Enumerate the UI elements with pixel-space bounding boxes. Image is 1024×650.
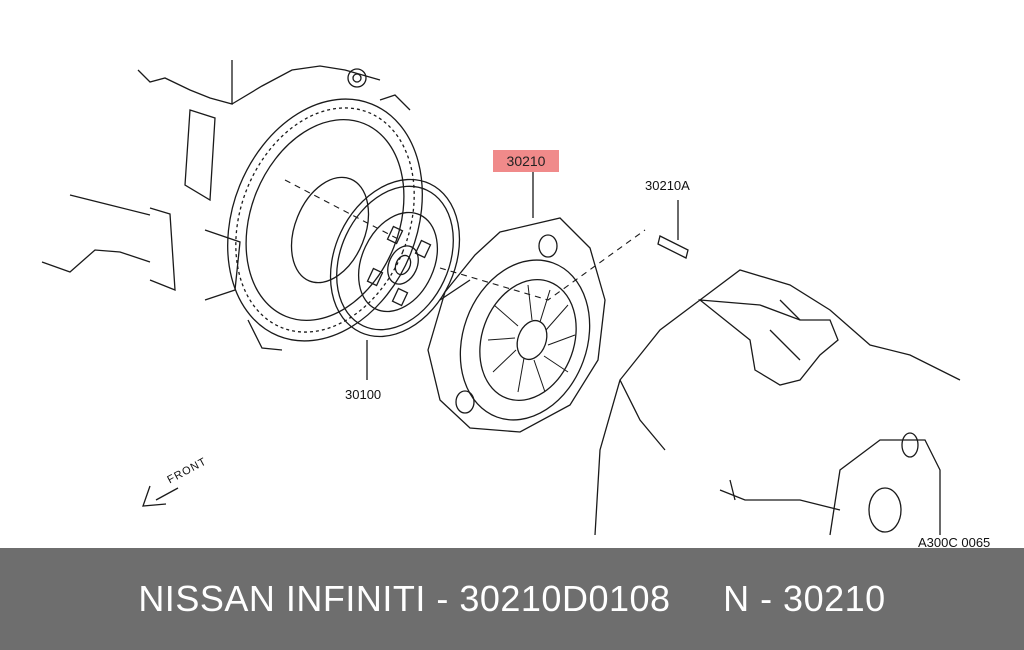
engine-block-outline [41,60,381,301]
callout-30210-highlighted: 30210 [493,150,559,172]
pressure-plate [427,170,606,433]
drawing-code: A300C 0065 [918,535,991,550]
diagram-drawing [41,60,961,536]
footer-part-number: 30210D0108 [459,578,671,619]
callout-30210a: 30210A [645,178,690,193]
transmission-outline [594,269,961,536]
footer-group: N - 30210 [723,578,886,619]
bolt [657,200,689,259]
clutch-disc [329,178,461,380]
footer-bar: NISSAN INFINITI - 30210D0108 N - 30210 [0,548,1024,650]
footer-text: NISSAN INFINITI - 30210D0108 N - 30210 [138,578,886,619]
callout-30100: 30100 [345,387,382,402]
assembly-lines [284,179,646,301]
front-arrow-icon [142,485,179,507]
exploded-parts-diagram: 30210 30210A 30100 FRONT A300C 0065 [41,60,991,550]
flywheel [227,94,423,351]
footer-brand: NISSAN INFINITI [138,578,426,619]
